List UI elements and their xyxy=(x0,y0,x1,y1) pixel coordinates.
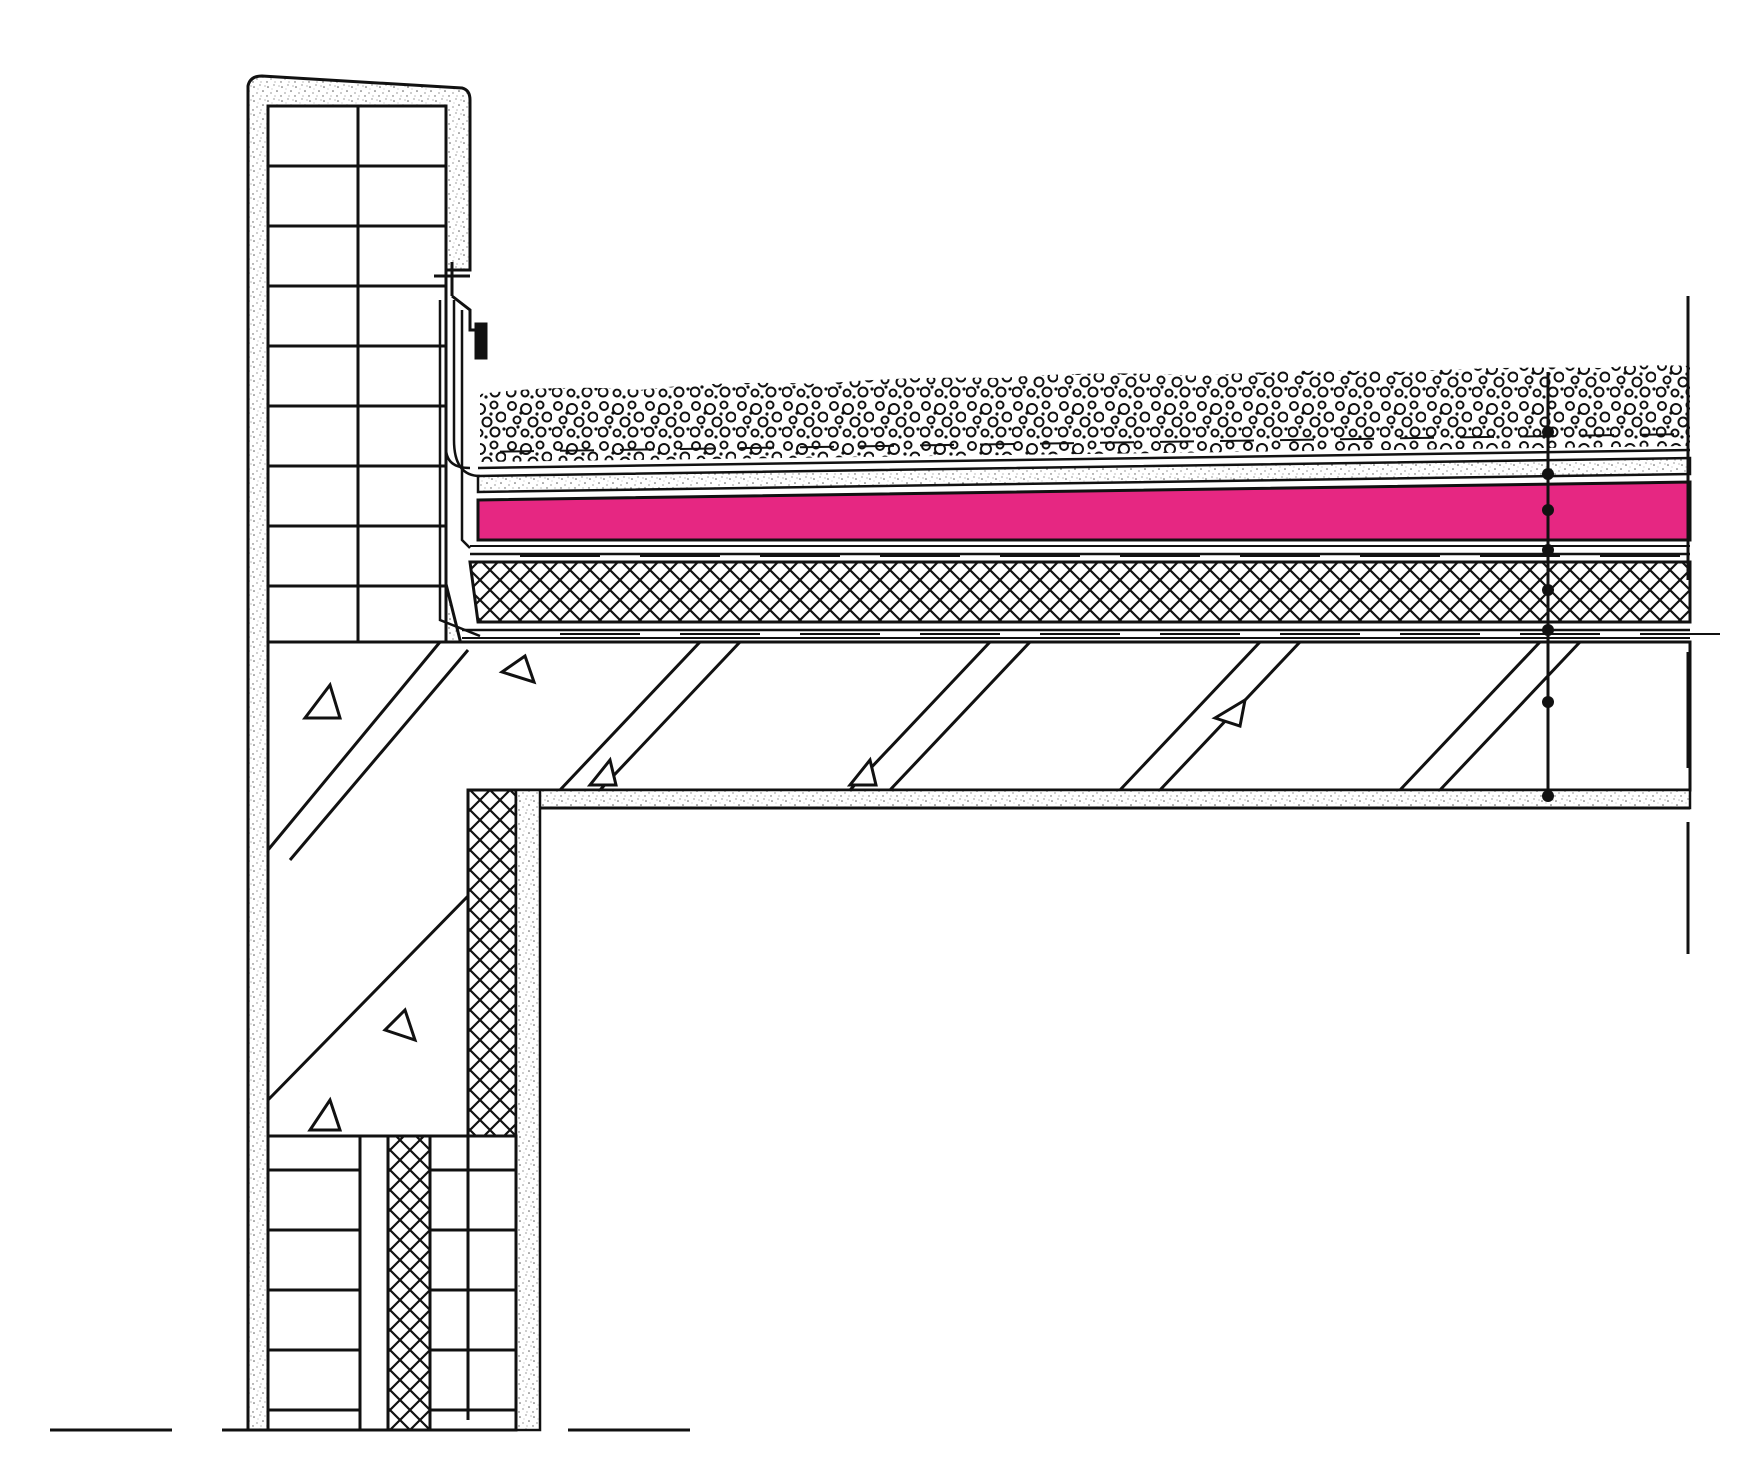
mat-dash xyxy=(1099,441,1135,444)
concrete-hatch-line xyxy=(598,640,742,792)
mat-dash xyxy=(559,449,595,452)
aggregate-triangle xyxy=(382,1007,418,1043)
protection-mat-dashes xyxy=(499,433,1720,635)
mat-dash xyxy=(1399,436,1435,440)
mat-dash xyxy=(1039,442,1075,445)
mat-dash xyxy=(919,443,955,447)
aggregate-triangle xyxy=(1211,696,1248,728)
thermal-insulation-layer xyxy=(468,560,1692,624)
mat-dash xyxy=(979,443,1015,446)
mat-dash xyxy=(739,446,775,450)
concrete-hatch-line xyxy=(1398,640,1542,792)
flashing-clamp xyxy=(434,262,488,360)
aggregate-triangle xyxy=(307,1096,343,1132)
concrete-aggregate-triangles xyxy=(301,653,1248,1132)
mat-dash xyxy=(499,450,535,453)
aggregate-triangle xyxy=(301,681,343,720)
ceiling-plaster xyxy=(516,788,1692,810)
brick-courses xyxy=(268,106,516,1430)
concrete-hatch-line xyxy=(888,640,1032,792)
wall-insulation-vertical xyxy=(466,788,518,1138)
concrete-hatch-line xyxy=(848,640,992,792)
concrete-hatch-line xyxy=(288,649,470,861)
vapour-barrier-lines xyxy=(462,545,1690,639)
concrete-hatch-line xyxy=(1438,640,1582,792)
mat-dash xyxy=(1639,433,1675,436)
mat-dash xyxy=(1459,435,1495,439)
concrete-hatch-line xyxy=(1118,640,1262,792)
mat-dash xyxy=(1579,434,1615,437)
aggregate-triangle xyxy=(586,756,618,787)
mat-dash xyxy=(1519,435,1555,438)
gravel-ballast-layer xyxy=(480,365,1690,462)
concrete-hatch-line xyxy=(558,640,702,792)
highlighted-insulation-layer xyxy=(476,480,1692,542)
roof-fastener xyxy=(1542,372,1554,802)
mat-dash xyxy=(1339,437,1375,441)
mat-dash xyxy=(1219,439,1255,442)
concrete-hatch-line xyxy=(266,641,442,851)
mat-dash xyxy=(859,444,895,448)
interior-wall-plaster xyxy=(514,788,542,1432)
concrete-hatch-line xyxy=(266,894,470,1102)
aggregate-triangle xyxy=(846,756,878,787)
wall-cavity-insulation xyxy=(386,1134,432,1432)
mat-dash xyxy=(1279,438,1315,442)
screed-layer xyxy=(476,456,1692,494)
mat-dash xyxy=(619,448,655,451)
mat-dash xyxy=(799,445,835,449)
mat-dash xyxy=(1159,440,1195,443)
mat-dash xyxy=(679,447,715,450)
aggregate-triangle xyxy=(498,653,537,685)
